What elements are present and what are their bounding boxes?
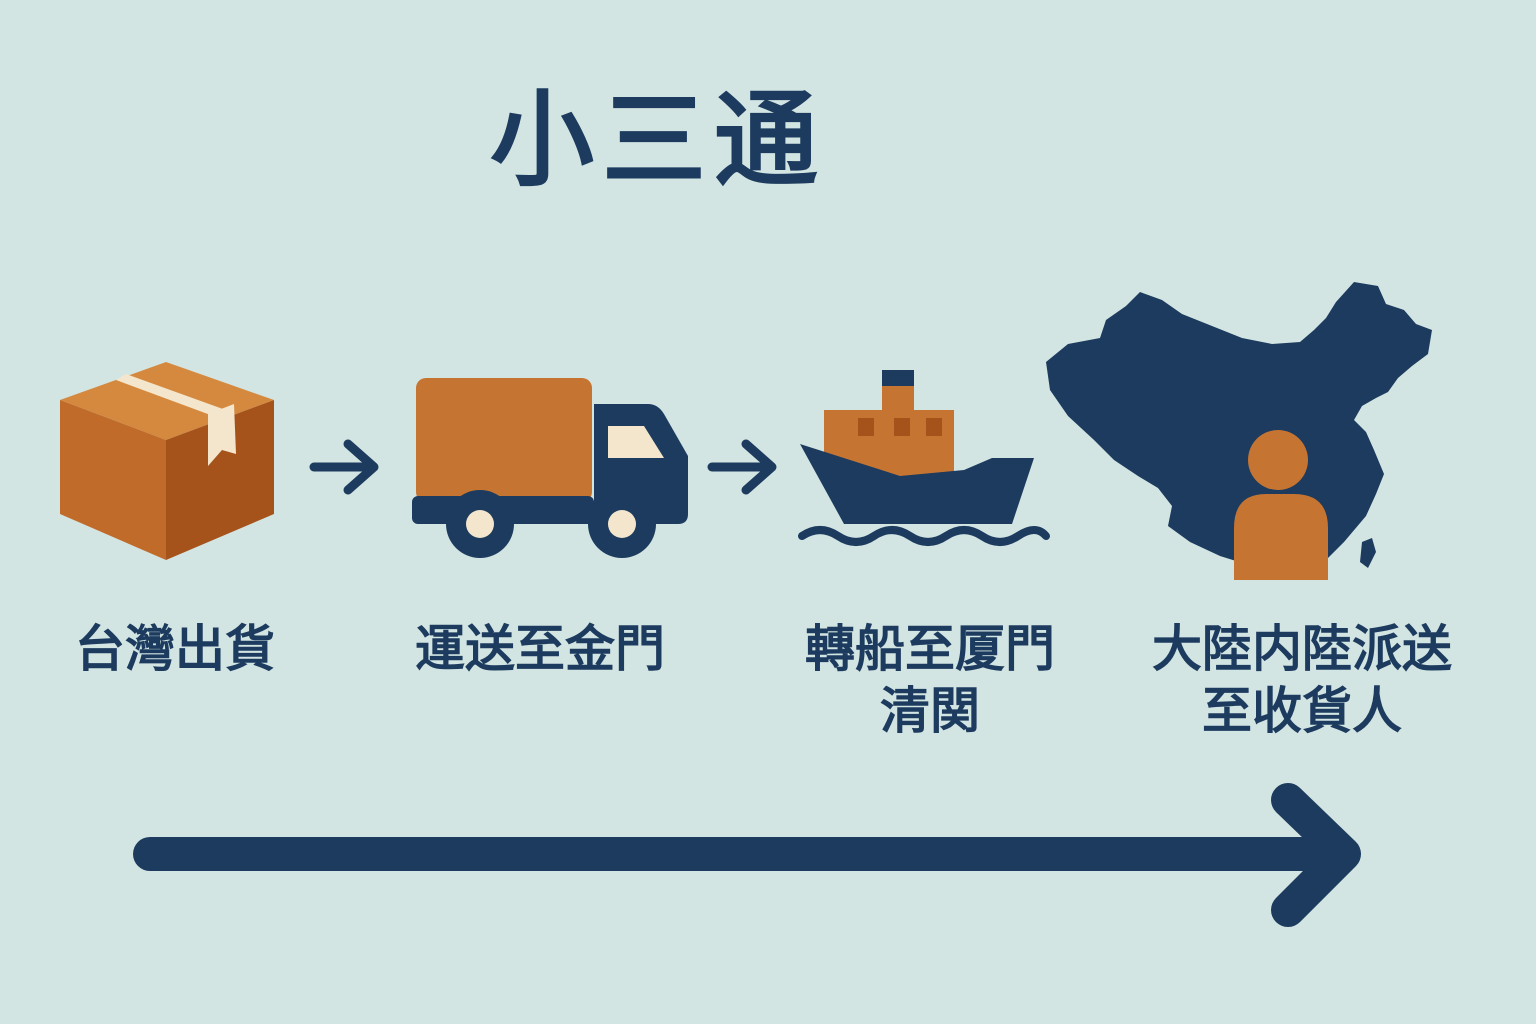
step-label-mainland-delivery: 大陸内陸派送 至收貨人 bbox=[1152, 620, 1452, 740]
recipient-head-icon bbox=[1248, 430, 1308, 490]
china-map-recipient-icon bbox=[1046, 282, 1432, 580]
step-label-transport-kinmen: 運送至金門 bbox=[415, 620, 665, 678]
long-flow-arrow-icon bbox=[133, 783, 1361, 927]
diagram-title: 小三通 bbox=[490, 79, 827, 201]
china-map-icon bbox=[1046, 282, 1432, 574]
delivery-truck-icon bbox=[412, 378, 688, 558]
step-label-transship-xiamen: 轉船至厦門 清関 bbox=[805, 620, 1055, 740]
small-arrow-icon bbox=[309, 439, 379, 495]
cargo-ship-icon bbox=[798, 370, 1050, 546]
package-box-icon bbox=[60, 362, 274, 560]
step-label-taiwan-shipment: 台灣出貨 bbox=[75, 620, 275, 678]
small-arrow-icon bbox=[707, 439, 777, 495]
recipient-body-icon bbox=[1234, 494, 1328, 580]
